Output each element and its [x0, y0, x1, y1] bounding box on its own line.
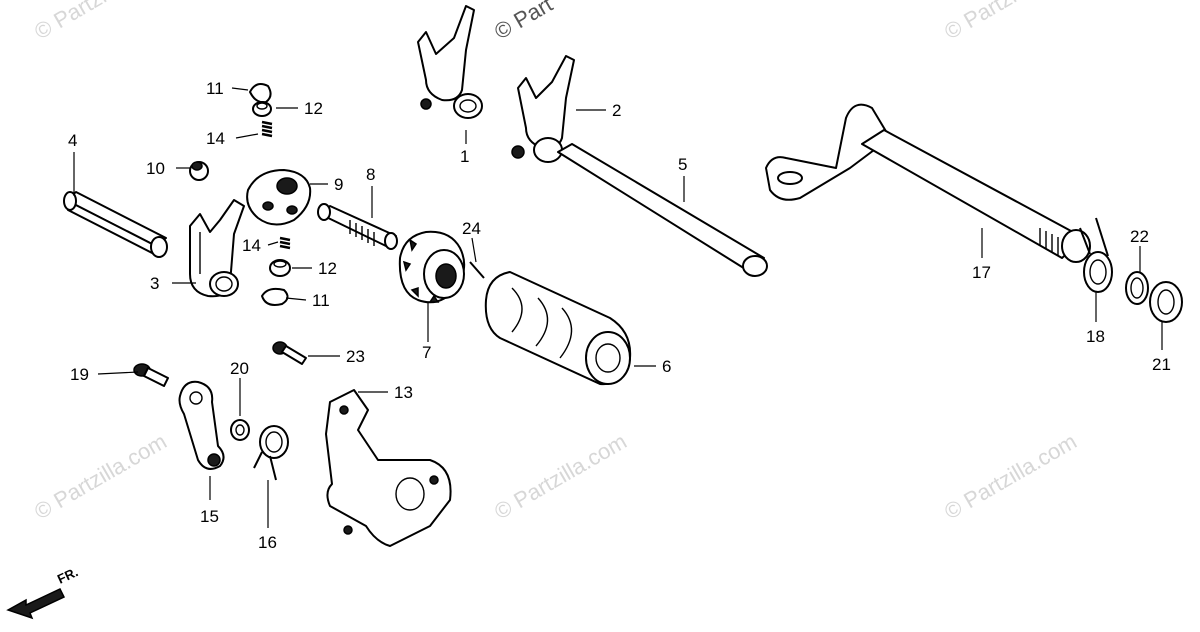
part-19-bolt[interactable] [133, 363, 169, 387]
part-7-drum-cam[interactable] [398, 230, 466, 304]
part-9-cam-plate[interactable] [246, 169, 312, 226]
part-24-pin[interactable] [469, 261, 485, 279]
part-17-gearshift-spindle[interactable] [765, 103, 1091, 263]
part-21-washer[interactable] [1149, 281, 1183, 323]
watermark-top-center: © Part [490, 0, 557, 44]
callout-12-mid: 12 [318, 259, 337, 278]
watermark-mid-center: © Partzilla.com [490, 429, 631, 525]
callout-5: 5 [678, 155, 687, 174]
callout-24: 24 [462, 219, 481, 238]
callout-15: 15 [200, 507, 219, 526]
watermark-top-left: © Partzilla.com [30, 0, 171, 44]
part-6-shift-drum[interactable] [484, 271, 632, 386]
callout-10: 10 [146, 159, 165, 178]
part-12-mid-collar[interactable] [269, 259, 291, 277]
callout-6: 6 [662, 357, 671, 376]
part-18-return-spring[interactable] [1079, 217, 1113, 293]
callout-16: 16 [258, 533, 277, 552]
part-3-shift-fork[interactable] [189, 199, 245, 298]
callout-22: 22 [1130, 227, 1149, 246]
part-10-bolt[interactable] [189, 161, 209, 181]
callout-18: 18 [1086, 327, 1105, 346]
front-label: FR. [55, 564, 80, 586]
part-11-top-cap[interactable] [249, 83, 272, 104]
callout-8: 8 [366, 165, 375, 184]
callout-4: 4 [68, 131, 77, 150]
part-16-stopper-spring[interactable] [253, 425, 289, 481]
callout-11-mid: 11 [312, 291, 330, 310]
part-12-top-collar[interactable] [252, 101, 272, 117]
front-arrow-indicator: FR. [6, 564, 80, 620]
callout-12-top: 12 [304, 99, 323, 118]
part-22-washer[interactable] [1125, 271, 1149, 305]
callout-13: 13 [394, 383, 413, 402]
part-20-washer[interactable] [230, 419, 250, 441]
part-11-mid-cap[interactable] [261, 287, 289, 306]
callout-14-mid: 14 [242, 236, 261, 255]
callout-17: 17 [972, 263, 991, 282]
callout-labels: 1 2 3 4 5 6 7 8 9 10 11 11 12 12 13 14 1… [68, 79, 1171, 552]
part-14-mid-spring[interactable] [279, 236, 291, 250]
callout-21: 21 [1152, 355, 1171, 374]
part-13-stopper-plate[interactable] [325, 389, 452, 547]
callout-1: 1 [460, 147, 469, 166]
part-8-pin[interactable] [317, 203, 398, 250]
callout-11-top: 11 [206, 79, 224, 98]
callout-19: 19 [70, 365, 89, 384]
part-5-fork-shaft[interactable] [557, 143, 768, 277]
front-arrow-icon [6, 588, 66, 620]
watermark-mid-right: © Partzilla.com [940, 429, 1081, 525]
part-15-stopper-arm[interactable] [178, 380, 225, 470]
part-14-top-spring[interactable] [261, 120, 273, 138]
part-23-bolt[interactable] [272, 341, 307, 365]
callout-23: 23 [346, 347, 365, 366]
callout-20: 20 [230, 359, 249, 378]
part-1-shift-fork[interactable] [417, 5, 483, 119]
part-4-fork-shaft[interactable] [63, 191, 168, 258]
callout-14-top: 14 [206, 129, 225, 148]
callout-2: 2 [612, 101, 621, 120]
watermark-mid-left: © Partzilla.com [30, 429, 171, 525]
watermark-top-right: © Partzilla.com [940, 0, 1081, 44]
callout-9: 9 [334, 175, 343, 194]
callout-7: 7 [422, 343, 431, 362]
part-2-shift-fork[interactable] [511, 55, 575, 163]
callout-3: 3 [150, 274, 159, 293]
leader-lines [73, 87, 1163, 528]
